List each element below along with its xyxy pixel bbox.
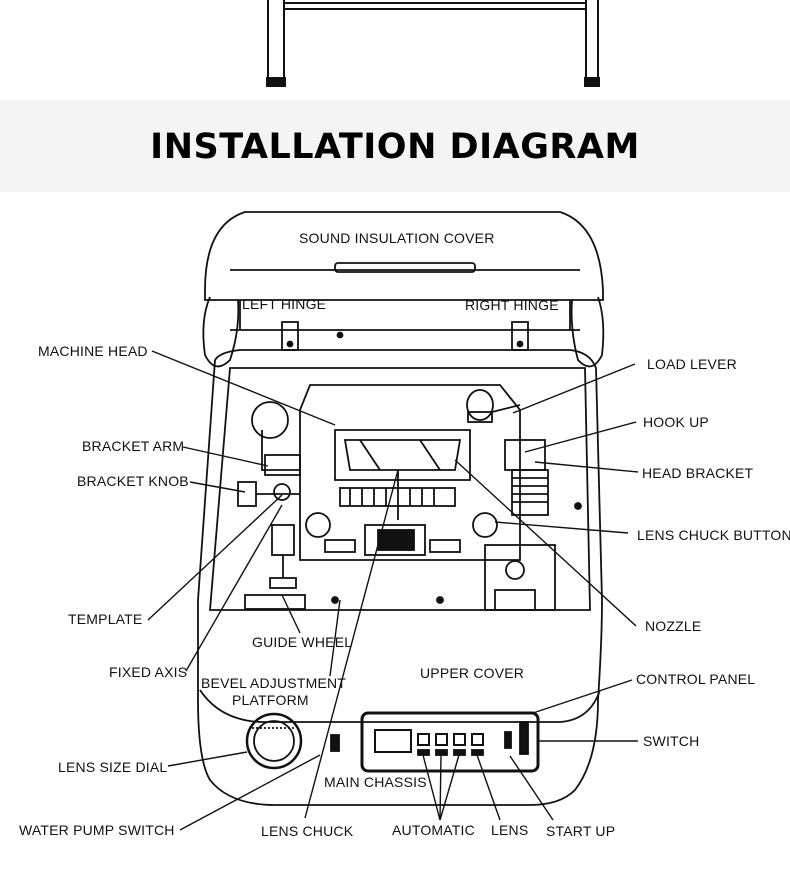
label-upper-cover: UPPER COVER [420, 665, 525, 681]
label-switch: SWITCH [643, 733, 700, 749]
label-control-panel: CONTROL PANEL [636, 671, 756, 687]
label-automatic: AUTOMATIC [392, 822, 475, 838]
label-bracket-knob: BRACKET KNOB [77, 473, 189, 489]
label-left-hinge: LEFT HINGE [242, 296, 327, 312]
label-start-up: START UP [546, 823, 616, 839]
label-lens-chuck-button: LENS CHUCK BUTTON [637, 527, 790, 543]
label-lens-size-dial: LENS SIZE DIAL [58, 759, 168, 775]
label-water-pump-switch: WATER PUMP SWITCH [19, 822, 175, 838]
machine-outline [197, 211, 605, 806]
label-template: TEMPLATE [68, 611, 143, 627]
label-bracket-arm: BRACKET ARM [82, 438, 185, 454]
label-machine-head: MACHINE HEAD [38, 343, 148, 359]
label-main-chassis: MAIN CHASSIS [324, 774, 427, 790]
top-image-band [0, 0, 790, 100]
label-bevel-adjustment-line2: PLATFORM [232, 692, 309, 708]
label-lens-chuck: LENS CHUCK [261, 823, 354, 839]
label-sound-insulation-cover: SOUND INSULATION COVER [299, 230, 495, 246]
label-right-hinge: RIGHT HINGE [465, 297, 559, 313]
label-head-bracket: HEAD BRACKET [642, 465, 754, 481]
stand-legs [266, 0, 600, 87]
label-load-lever: LOAD LEVER [647, 356, 737, 372]
leader-lines [147, 350, 639, 831]
title-band [0, 100, 790, 192]
label-fixed-axis: FIXED AXIS [109, 664, 188, 680]
label-hook-up: HOOK UP [643, 414, 709, 430]
diagram-title: INSTALLATION DIAGRAM [150, 127, 640, 167]
label-lens: LENS [491, 822, 529, 838]
label-guide-wheel: GUIDE WHEEL [252, 634, 353, 650]
label-nozzle: NOZZLE [645, 618, 702, 634]
label-bevel-adjustment-line1: BEVEL ADJUSTMENT [201, 675, 347, 691]
